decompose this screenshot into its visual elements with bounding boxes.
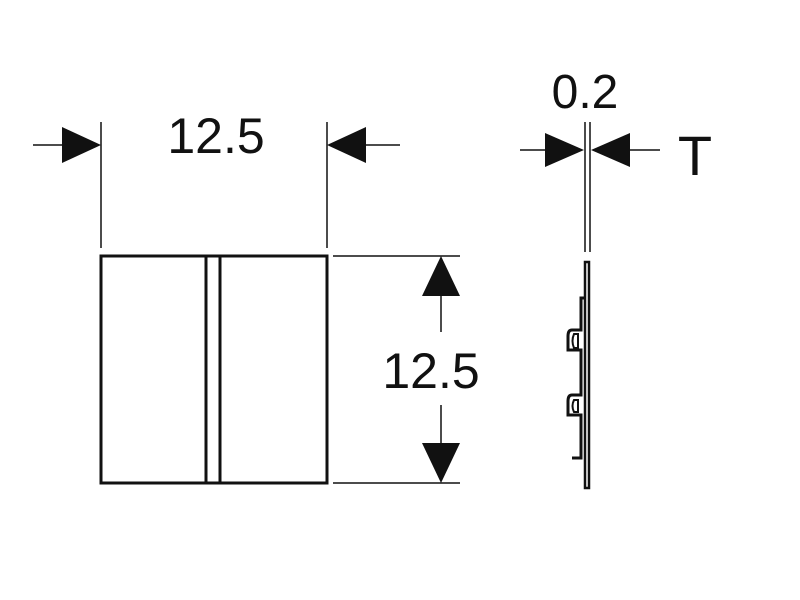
arrow-left-icon (591, 133, 630, 167)
plate-outline (99, 254, 329, 485)
plate-profile (583, 260, 591, 490)
height-label: 12.5 (382, 343, 479, 399)
thickness-dimension (520, 122, 660, 252)
width-label: 12.5 (167, 108, 264, 164)
mounting-clips (566, 296, 585, 460)
arrow-right-icon (62, 127, 101, 163)
front-view (99, 254, 329, 485)
thickness-label: 0.2 (552, 66, 619, 119)
width-dimension (33, 122, 400, 248)
arrow-up-icon (422, 256, 460, 296)
arrow-right-icon (545, 133, 584, 167)
arrow-left-icon (327, 127, 366, 163)
clip-detail (571, 333, 579, 413)
thickness-symbol: T (678, 124, 712, 187)
arrow-down-icon (422, 443, 460, 483)
height-dimension (333, 255, 460, 484)
side-view (566, 260, 591, 490)
